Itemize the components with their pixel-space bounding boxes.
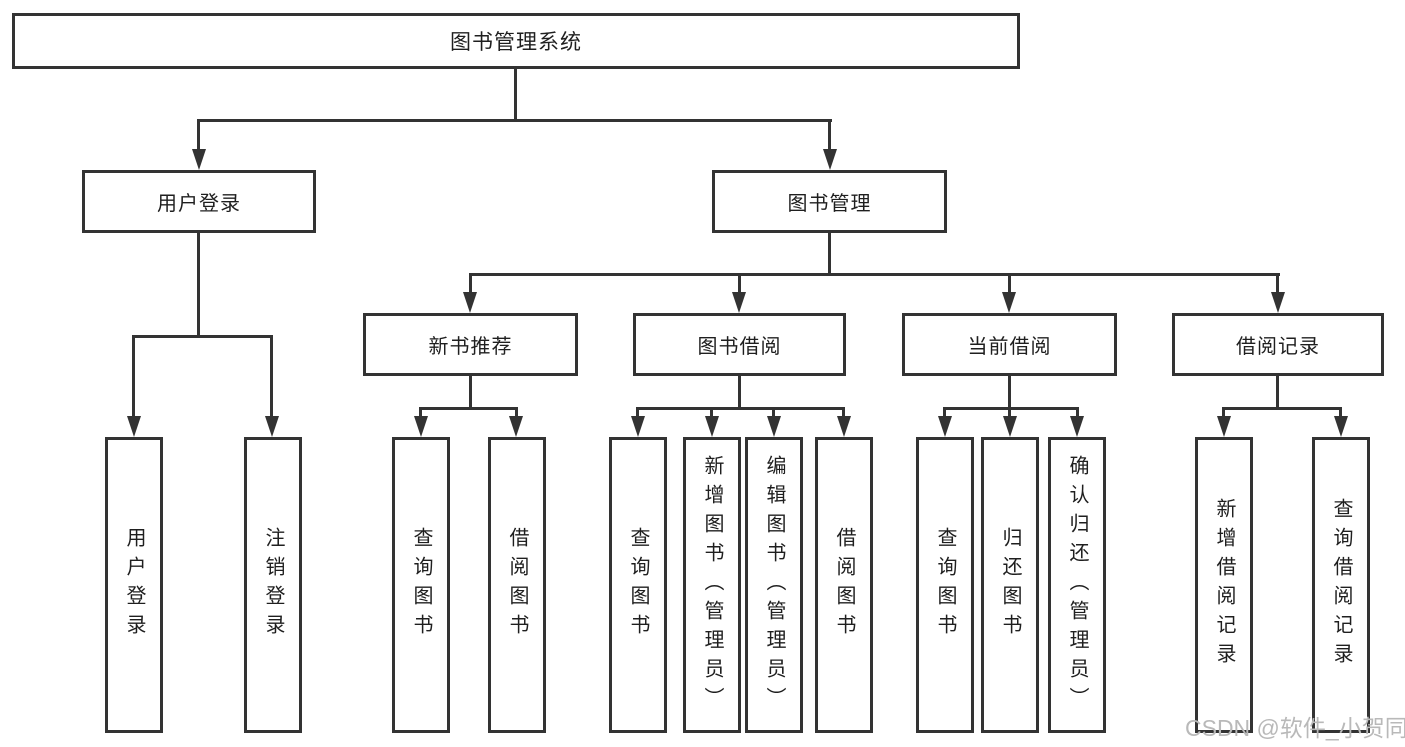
node-label: 新增借阅记录 bbox=[1213, 498, 1235, 672]
arrowhead-down bbox=[1334, 416, 1348, 437]
arrowhead-down bbox=[127, 416, 141, 437]
node-label: 当前借阅 bbox=[967, 336, 1052, 358]
connector-bookmgmt-stem bbox=[828, 233, 831, 273]
node-label: 查询图书 bbox=[934, 527, 956, 643]
connector-arrow-stem bbox=[943, 407, 946, 417]
connector-root-bus bbox=[197, 119, 832, 122]
arrowhead-down bbox=[463, 292, 477, 313]
connector-stem bbox=[1008, 376, 1011, 407]
connector-root-stem bbox=[514, 69, 517, 119]
connector-arrow-stem bbox=[828, 119, 831, 151]
connector-arrow-stem bbox=[1076, 407, 1079, 417]
connector-bus bbox=[1222, 407, 1342, 410]
connector-userlogin-stem bbox=[197, 233, 200, 335]
node-label: 注销登录 bbox=[262, 527, 284, 643]
node-leaf-return-books: 归还图书 bbox=[981, 437, 1039, 733]
arrowhead-down bbox=[767, 416, 781, 437]
node-leaf-add-borrow-record: 新增借阅记录 bbox=[1195, 437, 1253, 733]
connector-arrow-stem bbox=[1276, 273, 1279, 293]
arrowhead-down bbox=[265, 416, 279, 437]
arrowhead-down bbox=[631, 416, 645, 437]
connector-arrow-stem bbox=[132, 335, 135, 417]
node-label: 确认归还（管理员） bbox=[1066, 454, 1088, 716]
node-new-book-recommend: 新书推荐 bbox=[363, 313, 578, 376]
node-book-management: 图书管理 bbox=[712, 170, 947, 233]
connector-stem bbox=[738, 376, 741, 407]
connector-bus bbox=[636, 407, 845, 410]
node-leaf-add-books-admin: 新增图书（管理员） bbox=[683, 437, 741, 733]
node-label: 图书借阅 bbox=[697, 336, 782, 358]
arrowhead-down bbox=[705, 416, 719, 437]
arrowhead-down bbox=[509, 416, 523, 437]
node-leaf-borrow-books-recommend: 借阅图书 bbox=[488, 437, 546, 733]
connector-arrow-stem bbox=[419, 407, 422, 417]
node-user-login: 用户登录 bbox=[82, 170, 316, 233]
connector-arrow-stem bbox=[636, 407, 639, 417]
connector-arrow-stem bbox=[1008, 273, 1011, 293]
node-label: 归还图书 bbox=[999, 527, 1021, 643]
connector-stem bbox=[469, 376, 472, 407]
node-label: 编辑图书（管理员） bbox=[763, 454, 785, 716]
connector-userlogin-bus bbox=[132, 335, 273, 338]
connector-arrow-stem bbox=[842, 407, 845, 417]
node-leaf-edit-books-admin: 编辑图书（管理员） bbox=[745, 437, 803, 733]
node-leaf-user-login: 用户登录 bbox=[105, 437, 163, 733]
connector-arrow-stem bbox=[1008, 407, 1011, 417]
arrowhead-down bbox=[1070, 416, 1084, 437]
arrowhead-down bbox=[837, 416, 851, 437]
node-label: 新书推荐 bbox=[428, 336, 513, 358]
node-label: 借阅图书 bbox=[506, 527, 528, 643]
node-leaf-query-books-current: 查询图书 bbox=[916, 437, 974, 733]
connector-bookmgmt-bus bbox=[469, 273, 1280, 276]
node-label: 借阅记录 bbox=[1236, 336, 1320, 358]
node-leaf-logout: 注销登录 bbox=[244, 437, 302, 733]
node-leaf-query-borrow-record: 查询借阅记录 bbox=[1312, 437, 1370, 733]
node-label: 查询图书 bbox=[627, 527, 649, 643]
connector-arrow-stem bbox=[469, 273, 472, 293]
arrowhead-down bbox=[1002, 292, 1016, 313]
arrowhead-down bbox=[414, 416, 428, 437]
connector-arrow-stem bbox=[772, 407, 775, 417]
node-book-borrowing: 图书借阅 bbox=[633, 313, 846, 376]
connector-arrow-stem bbox=[270, 335, 273, 417]
arrowhead-down bbox=[1217, 416, 1231, 437]
node-leaf-confirm-return-admin: 确认归还（管理员） bbox=[1048, 437, 1106, 733]
node-leaf-query-books-recommend: 查询图书 bbox=[392, 437, 450, 733]
connector-arrow-stem bbox=[1339, 407, 1342, 417]
node-label: 查询图书 bbox=[410, 527, 432, 643]
connector-arrow-stem bbox=[1222, 407, 1225, 417]
node-label: 用户登录 bbox=[157, 193, 241, 215]
node-label: 用户登录 bbox=[123, 527, 145, 643]
node-label: 图书管理 bbox=[787, 193, 872, 215]
arrowhead-down bbox=[192, 149, 206, 170]
node-leaf-borrow-books: 借阅图书 bbox=[815, 437, 873, 733]
connector-stem bbox=[1276, 376, 1279, 407]
connector-arrow-stem bbox=[710, 407, 713, 417]
node-label: 借阅图书 bbox=[833, 527, 855, 643]
connector-arrow-stem bbox=[515, 407, 518, 417]
connector-arrow-stem bbox=[738, 273, 741, 293]
node-leaf-query-books-borrowing: 查询图书 bbox=[609, 437, 667, 733]
connector-arrow-stem bbox=[197, 119, 200, 151]
arrowhead-down bbox=[732, 292, 746, 313]
csdn-watermark: CSDN @软件_小贺同学 bbox=[1185, 715, 1405, 741]
arrowhead-down bbox=[938, 416, 952, 437]
arrowhead-down bbox=[1271, 292, 1285, 313]
connector-bus bbox=[419, 407, 517, 410]
node-current-borrowing: 当前借阅 bbox=[902, 313, 1117, 376]
arrowhead-down bbox=[1003, 416, 1017, 437]
node-label: 新增图书（管理员） bbox=[701, 454, 723, 716]
node-borrowing-records: 借阅记录 bbox=[1172, 313, 1384, 376]
node-library-system: 图书管理系统 bbox=[12, 13, 1020, 69]
arrowhead-down bbox=[823, 149, 837, 170]
node-label: 图书管理系统 bbox=[450, 31, 582, 54]
node-label: 查询借阅记录 bbox=[1330, 498, 1352, 672]
